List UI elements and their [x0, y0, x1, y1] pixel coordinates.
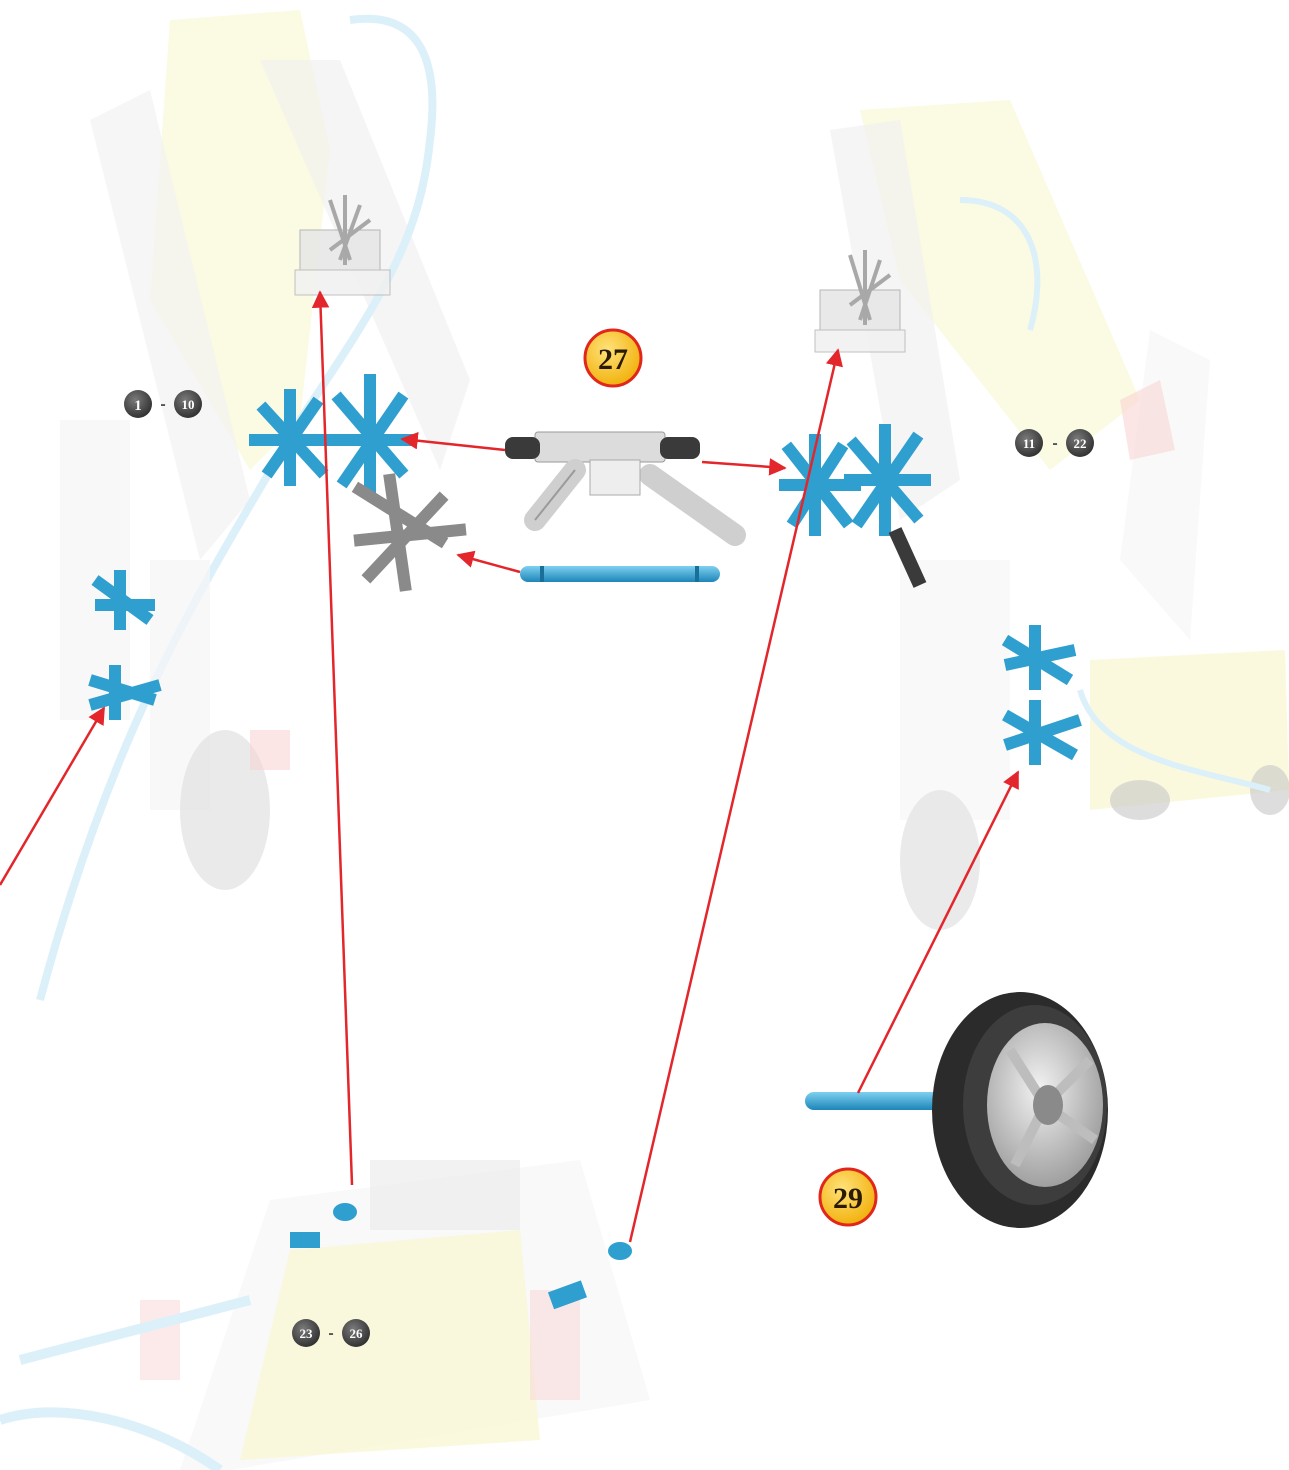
arrow-icon — [702, 462, 785, 468]
svg-text:-: - — [160, 396, 165, 413]
svg-text:27: 27 — [598, 343, 628, 376]
svg-text:11: 11 — [1023, 436, 1035, 451]
arrow-icon — [320, 292, 352, 1185]
ghost-model-background — [0, 10, 1289, 1470]
connector-icon — [1005, 625, 1080, 765]
connector-icon — [785, 430, 925, 585]
arrow-icon — [0, 708, 104, 885]
rod-icon — [520, 566, 720, 582]
svg-text:22: 22 — [1074, 436, 1087, 451]
svg-text:-: - — [1052, 435, 1057, 452]
arrow-icon — [458, 555, 520, 572]
connector-icon — [505, 432, 735, 535]
svg-text:10: 10 — [182, 397, 195, 412]
svg-text:26: 26 — [350, 1326, 364, 1341]
svg-text:-: - — [328, 1325, 333, 1342]
step-badge-29: 29 — [820, 1169, 876, 1225]
svg-text:1: 1 — [134, 398, 142, 414]
svg-text:23: 23 — [300, 1326, 314, 1341]
svg-text:29: 29 — [833, 1182, 863, 1215]
step-badge-27: 27 — [585, 330, 641, 386]
arrow-icon — [402, 439, 505, 450]
